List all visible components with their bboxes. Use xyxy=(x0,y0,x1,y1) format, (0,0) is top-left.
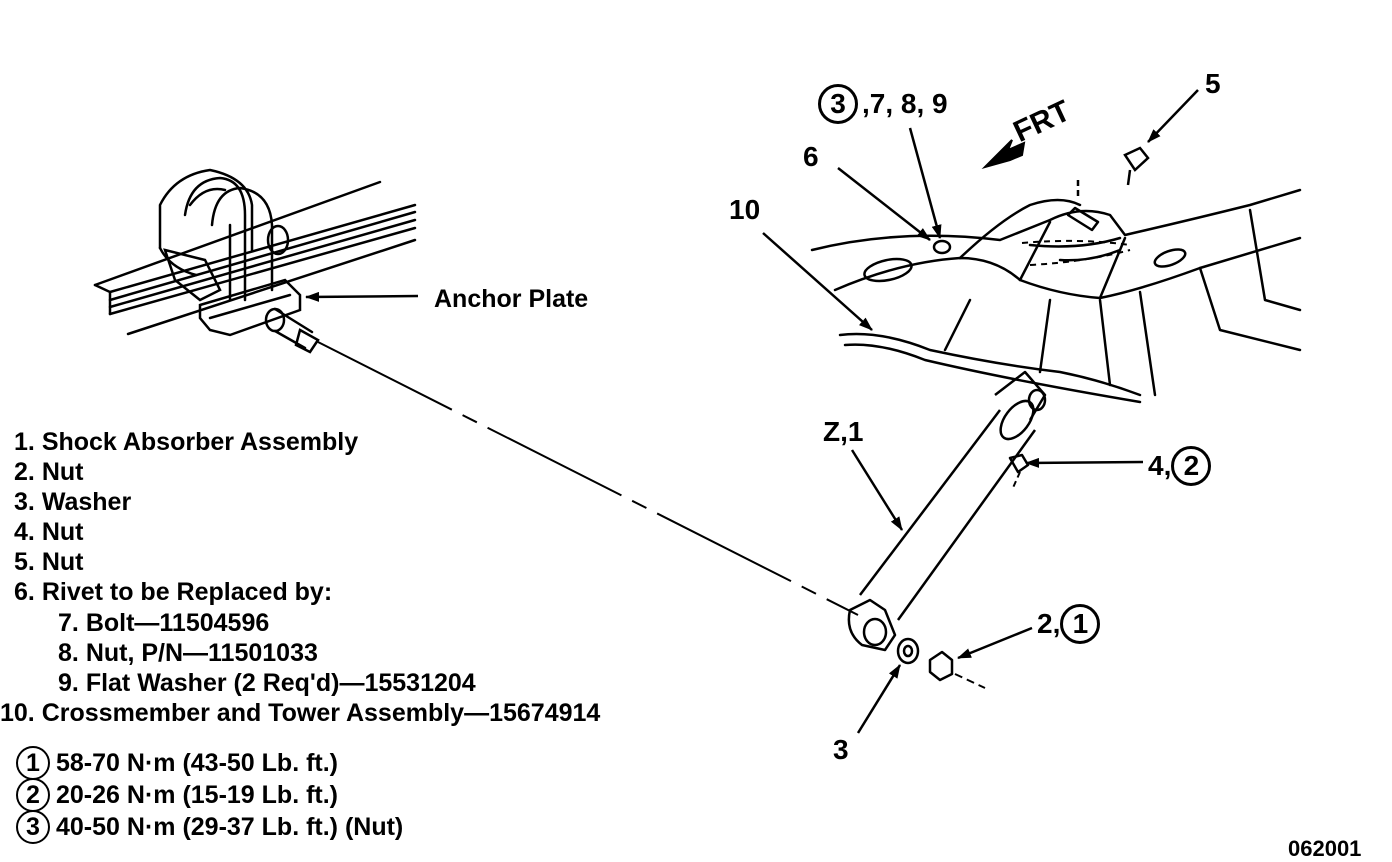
legend-item-9: 9. Flat Washer (2 Req'd)—15531204 xyxy=(58,669,476,697)
legend-item-7: 7. Bolt—11504596 xyxy=(58,609,270,637)
callout-4-text: 4, xyxy=(1148,450,1172,481)
shock-absorber-graphic xyxy=(847,370,1047,682)
figure-number: 062001 xyxy=(1288,836,1362,861)
callout-6: 6 xyxy=(803,141,819,172)
nut-5-graphic xyxy=(1076,146,1150,200)
callout-3-circle: 3 xyxy=(818,84,858,124)
callout-5: 5 xyxy=(1205,68,1221,99)
legend-item-1: 1. Shock Absorber Assembly xyxy=(14,428,359,456)
callout-1-circle: 1 xyxy=(1060,604,1101,644)
callout-10: 10 xyxy=(729,194,761,225)
callout-3: 3 xyxy=(833,734,849,765)
legend-item-5: 5. Nut xyxy=(14,548,84,576)
callout-3-7-8-9: 3,7, 8, 9 xyxy=(818,84,948,124)
callout-7-8-9-text: ,7, 8, 9 xyxy=(862,88,948,119)
front-direction-arrow xyxy=(981,139,1026,169)
anchor-plate-label: Anchor Plate xyxy=(434,285,589,313)
legend-item-4: 4. Nut xyxy=(14,518,84,546)
callout-z1: Z,1 xyxy=(823,416,864,447)
legend-item-2: 2. Nut xyxy=(14,458,84,486)
legend-item-10: 10. Crossmember and Tower Assembly—15674… xyxy=(0,699,601,727)
callout-4-2: 4,2 xyxy=(1148,446,1215,486)
leaf-spring-assembly xyxy=(93,168,417,354)
callout-2-circle: 2 xyxy=(1171,446,1212,486)
legend-item-3: 3. Washer xyxy=(14,488,132,516)
callout-2-text: 2, xyxy=(1037,608,1061,639)
crossmember-tower-assembly xyxy=(810,188,1302,404)
legend-item-6: 6. Rivet to be Replaced by: xyxy=(14,578,333,606)
callout-2-1: 2,1 xyxy=(1037,604,1104,644)
legend-item-8: 8. Nut, P/N—11501033 xyxy=(58,639,318,667)
